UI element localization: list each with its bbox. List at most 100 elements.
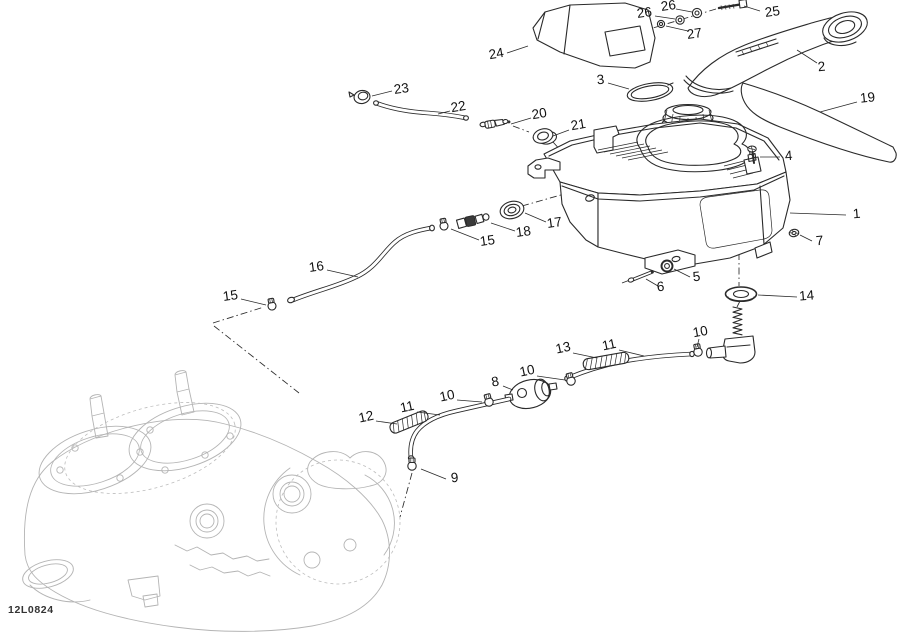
grommet-14	[724, 286, 758, 303]
clamp-10-mid	[565, 372, 576, 386]
washer-26-a	[691, 7, 703, 19]
outlet-fitting-18	[455, 213, 490, 229]
tank-deck-ribs	[597, 141, 669, 161]
leader-line-17-15	[524, 212, 547, 223]
screw-4	[747, 145, 757, 164]
leader-line-9-31	[420, 468, 447, 480]
callout-label-17-15: 17	[546, 214, 563, 231]
fastener-set-top	[656, 0, 748, 29]
callout-label-26-2: 26	[636, 4, 653, 21]
leader-line-6-21	[645, 278, 659, 287]
side-panel-19	[740, 82, 897, 163]
callout-label-11-29: 11	[399, 398, 416, 416]
callout-label-11-25: 11	[601, 336, 618, 354]
leader-line-5-20	[673, 268, 691, 278]
clamp-10-left	[483, 393, 494, 407]
drawing-code: 12L0824	[8, 604, 54, 616]
washer-5	[660, 259, 674, 273]
callout-label-16-18: 16	[308, 258, 325, 275]
callout-label-24-4: 24	[488, 45, 506, 62]
callout-label-2-6: 2	[817, 59, 826, 75]
clamp-9	[407, 457, 417, 471]
oil-tank-1	[527, 103, 791, 275]
leader-line-14-22	[757, 294, 798, 298]
shield-panel-24	[532, 2, 656, 69]
spring-guard-12	[389, 410, 429, 434]
leader-line-10-23	[696, 338, 700, 348]
leader-line-10-26	[536, 375, 566, 381]
callout-label-6-21: 6	[656, 279, 665, 295]
vent-hose-22	[373, 100, 469, 121]
vent-fitting-20	[479, 118, 511, 129]
callout-label-22-9: 22	[450, 98, 467, 115]
callout-label-4-12: 4	[784, 148, 793, 164]
leader-line-10-28	[456, 399, 483, 403]
clamp-15-upper	[439, 217, 449, 231]
callout-label-10-26: 10	[518, 362, 536, 380]
leader-line-8-27	[502, 385, 514, 391]
leader-line-1-13	[789, 212, 847, 216]
leader-line-27-3	[665, 25, 689, 32]
tank-left-bracket	[527, 157, 561, 179]
leader-line-16-18	[326, 269, 359, 278]
leader-line-24-4	[506, 45, 529, 54]
oil-filter-8	[504, 378, 558, 410]
callout-label-23-8: 23	[393, 80, 410, 97]
callout-label-26-1: 26	[660, 0, 677, 14]
callout-label-10-28: 10	[438, 387, 456, 405]
leader-line-18-16	[490, 222, 516, 232]
grommet-17	[499, 200, 525, 220]
nut-7	[788, 228, 800, 238]
supply-hose-16	[287, 224, 435, 304]
leader-line-3-5	[607, 82, 630, 90]
leader-line-13-24	[572, 352, 598, 359]
leader-line-23-8	[371, 90, 393, 97]
callout-label-25-0: 25	[764, 3, 781, 20]
leader-line-11-25	[618, 349, 645, 357]
callout-label-1-13: 1	[852, 206, 861, 222]
callout-label-21-11: 21	[570, 116, 587, 133]
callout-label-8-27: 8	[490, 374, 500, 390]
callout-label-3-5: 3	[596, 72, 605, 88]
vent-cap-23	[348, 89, 371, 105]
oil-line-left-11	[407, 396, 512, 461]
callout-label-20-10: 20	[531, 105, 548, 122]
callout-label-9-31: 9	[450, 470, 459, 486]
console-duct-2	[683, 11, 868, 98]
leader-line-26-1	[675, 8, 693, 13]
callout-label-7-14: 7	[815, 233, 824, 249]
washer-26-b	[675, 15, 685, 25]
callout-label-15-17: 15	[479, 232, 496, 249]
nut-27	[656, 19, 666, 29]
bolt-25	[717, 0, 748, 11]
leader-line-21-11	[552, 129, 570, 137]
leader-line-19-7	[819, 101, 858, 113]
engine-sketch	[22, 370, 401, 632]
callout-label-13-24: 13	[554, 339, 572, 357]
clamp-15-lower	[267, 297, 277, 311]
leader-line-15-19	[240, 298, 267, 306]
leader-line-11-29	[416, 411, 441, 416]
callout-label-15-19: 15	[222, 287, 239, 304]
leader-line-12-30	[375, 420, 398, 425]
callout-label-14-22: 14	[798, 287, 815, 303]
callout-label-19-7: 19	[859, 89, 876, 105]
leader-line-22-9	[437, 110, 451, 115]
leader-line-25-0	[743, 5, 761, 12]
spring-guard-13	[582, 351, 630, 371]
leader-line-15-17	[450, 228, 480, 241]
leader-line-7-14	[799, 234, 813, 242]
pin-6	[627, 270, 654, 283]
filler-ring-3	[626, 82, 674, 102]
duct-bellows-cap	[822, 11, 868, 47]
callout-label-10-23: 10	[692, 323, 709, 340]
leader-line-2-6	[796, 49, 818, 64]
callout-label-27-3: 27	[686, 25, 703, 42]
callout-label-18-16: 18	[515, 223, 532, 240]
leader-line-20-10	[510, 117, 532, 125]
callout-label-12-30: 12	[357, 408, 375, 426]
grommet-21	[532, 128, 558, 145]
